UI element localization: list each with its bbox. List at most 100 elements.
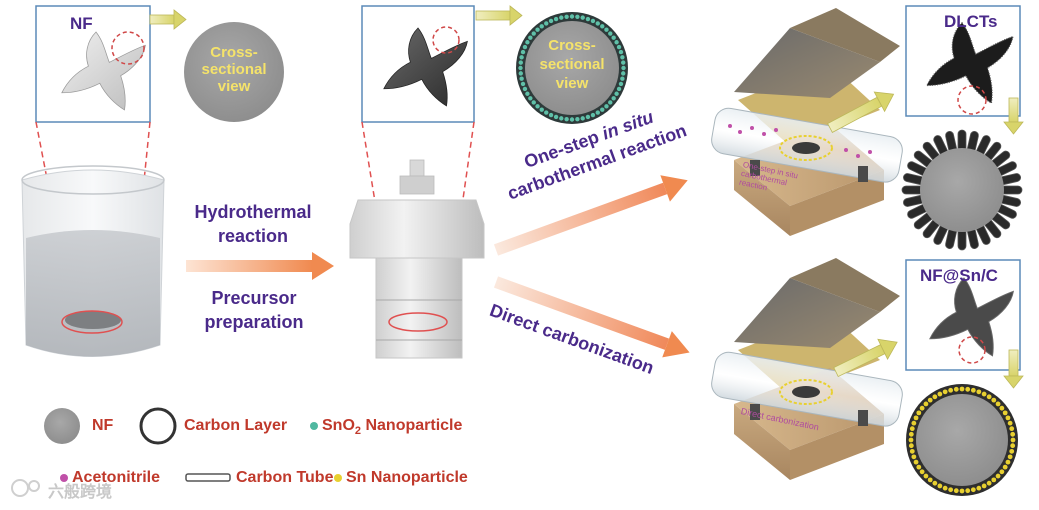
- particle-dot: [525, 40, 530, 45]
- particle-dot: [544, 21, 549, 26]
- particle-dot: [981, 483, 987, 489]
- particle-dot: [1005, 415, 1011, 421]
- particle-dot: [590, 112, 596, 118]
- legend-sno2-label: SnO2 Nanoparticle: [322, 417, 463, 438]
- particle-dot: [908, 443, 914, 449]
- particle-dot: [909, 448, 915, 454]
- nf-inset-box: [35, 5, 151, 123]
- nf-sn-c-label: NF@Sn/C: [920, 266, 998, 285]
- process-arrow-icon: [493, 276, 690, 358]
- particle-dot: [991, 477, 997, 483]
- particle-dot: [553, 114, 559, 120]
- coated-nf-inset-box: [361, 5, 475, 123]
- legend-carbon-layer-label: Carbon Layer: [184, 417, 288, 434]
- cross-section-disk: [184, 22, 284, 122]
- particle-dot: [548, 18, 554, 24]
- particle-dot: [604, 104, 609, 109]
- particle-dot: [986, 480, 992, 486]
- particle-dot: [937, 391, 943, 397]
- particle-dot: [999, 405, 1005, 411]
- legend-carbon-tube-swatch: [185, 473, 231, 482]
- particle-dot: [520, 81, 526, 87]
- particle-dot: [959, 386, 965, 392]
- dlcts-label: DLCTs: [944, 12, 998, 31]
- particle-dot: [616, 86, 622, 92]
- particle-dot: [970, 387, 976, 393]
- particle-dot: [522, 44, 528, 50]
- particle-dot: [569, 117, 575, 122]
- particle-dot: [600, 107, 605, 112]
- particle-dot: [618, 81, 624, 87]
- particle-dot: [531, 31, 536, 36]
- particle-dot: [948, 487, 954, 493]
- legend-sno2-swatch: [310, 422, 318, 430]
- acetonitrile-dot: [856, 154, 860, 158]
- particle-dot: [614, 40, 619, 45]
- legend-sn-label: Sn Nanoparticle: [346, 469, 468, 486]
- nf-sn-c-inset-box: [905, 259, 1021, 371]
- particle-dot: [590, 18, 596, 24]
- particle-dot: [999, 469, 1005, 475]
- particle-dot: [611, 35, 616, 40]
- tube-furnace-top: [711, 8, 903, 236]
- acetonitrile-dot: [738, 130, 742, 134]
- particle-dot: [531, 100, 536, 105]
- particle-dot: [908, 431, 914, 437]
- particle-dot: [553, 16, 559, 22]
- particle-dot: [995, 473, 1001, 479]
- particle-dot: [600, 24, 605, 29]
- arrow-icon: [827, 91, 895, 133]
- particle-dot: [1007, 420, 1013, 426]
- particle-dot: [611, 96, 616, 101]
- particle-dot: [595, 110, 600, 115]
- process-arrow-icon: [186, 252, 334, 280]
- particle-dot: [932, 480, 938, 486]
- particle-dot: [981, 391, 987, 397]
- watermark-logo-icon: [11, 479, 40, 497]
- particle-dot: [621, 71, 626, 76]
- particle-dot: [519, 76, 524, 81]
- particle-dot: [908, 437, 914, 443]
- acetonitrile-dot: [868, 150, 872, 154]
- particle-dot: [519, 55, 524, 60]
- particle-dot: [948, 387, 954, 393]
- particle-dot: [923, 401, 929, 407]
- particle-dot: [1010, 437, 1016, 443]
- particle-dot: [942, 485, 948, 491]
- particle-dot: [575, 117, 580, 122]
- legend-acetonitrile-label: Acetonitrile: [72, 469, 161, 486]
- hydrothermal-label: Hydrothermal reaction: [194, 202, 312, 246]
- particle-dot: [911, 420, 917, 426]
- process-arrow-icon: [493, 175, 688, 256]
- particle-dot: [548, 112, 554, 118]
- dlcts-cross-section: [901, 129, 1023, 251]
- particle-dot: [595, 21, 600, 26]
- particle-dot: [616, 44, 622, 50]
- particle-dot: [544, 110, 549, 115]
- particle-dot: [932, 394, 938, 400]
- particle-dot: [608, 100, 613, 105]
- particle-dot: [953, 386, 959, 392]
- particle-dot: [585, 114, 591, 120]
- particle-dot: [518, 71, 523, 76]
- particle-dot: [1002, 410, 1008, 416]
- particle-dot: [1010, 431, 1016, 437]
- coated-cross-section: [516, 12, 628, 124]
- cross-section-label-1: Cross- sectional view: [201, 44, 267, 95]
- particle-dot: [518, 65, 523, 71]
- particle-dot: [528, 35, 533, 40]
- acetonitrile-dot: [762, 132, 766, 136]
- autoclave: [349, 159, 485, 359]
- particle-dot: [965, 488, 971, 494]
- nf-sn-c-cross-section: [906, 384, 1018, 496]
- arrow-icon: [1003, 97, 1024, 135]
- particle-dot: [1007, 454, 1013, 460]
- acetonitrile-dot: [774, 128, 778, 132]
- particle-dot: [621, 60, 626, 65]
- particle-dot: [1002, 464, 1008, 470]
- arrow-icon: [833, 338, 898, 378]
- particle-dot: [528, 96, 533, 101]
- particle-dot: [569, 14, 575, 19]
- particle-dot: [965, 386, 971, 392]
